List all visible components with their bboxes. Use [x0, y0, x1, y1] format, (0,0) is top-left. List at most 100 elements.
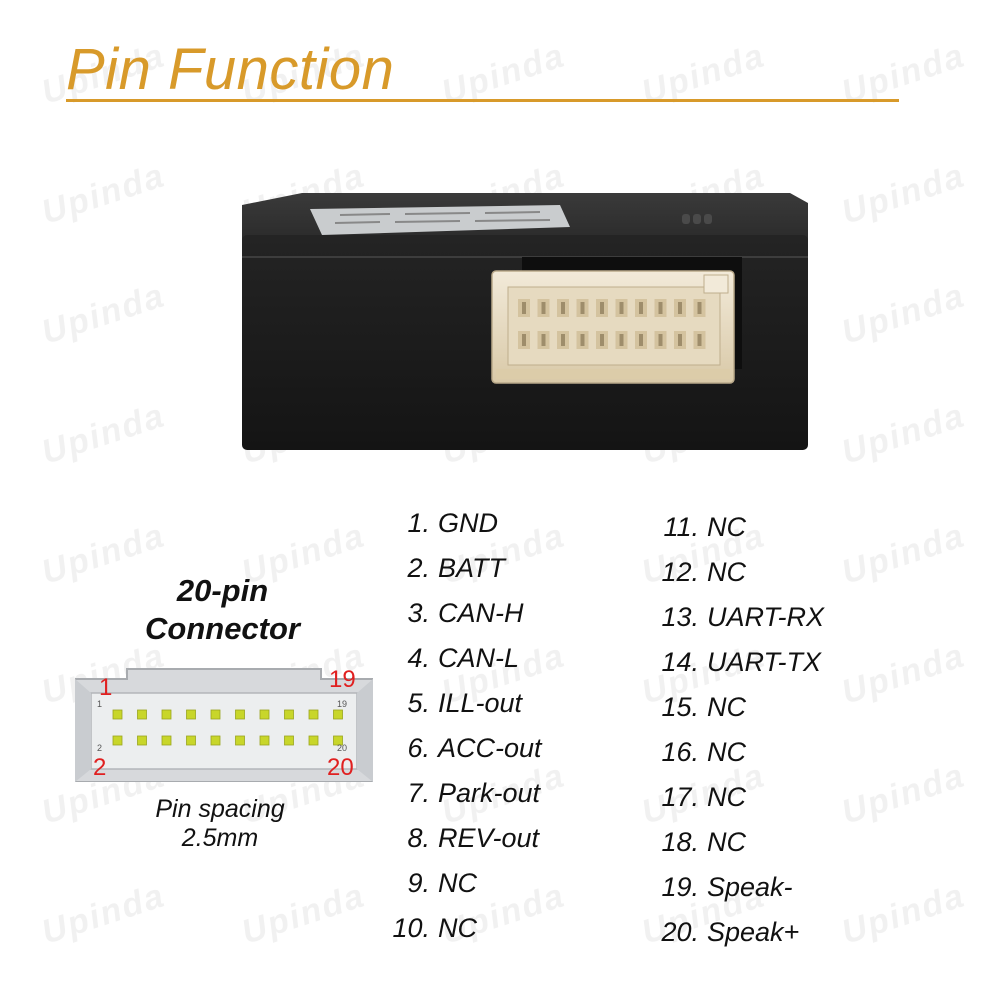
- pin-entry: 15.NC: [655, 690, 746, 724]
- pin-number: 20.: [661, 917, 699, 947]
- pin-number: 11.: [663, 512, 699, 542]
- connector-pins: [112, 709, 343, 746]
- plug-pin: [619, 334, 624, 346]
- pin-spacing-line1: Pin spacing: [155, 795, 285, 823]
- watermark-text: Upinda: [837, 276, 970, 352]
- pin-entry: 1. GND: [388, 506, 498, 540]
- plug-pin: [658, 334, 663, 346]
- small-label-20: 20: [337, 743, 347, 753]
- pin-entry: 2.BATT: [388, 551, 505, 585]
- pin-function: CAN-H: [438, 598, 524, 628]
- connector-pin: [284, 735, 294, 746]
- plug-pin: [522, 334, 526, 346]
- plug-pin: [619, 302, 624, 314]
- pin-label-1: 1: [99, 674, 112, 701]
- pin-function: UART-TX: [707, 647, 822, 677]
- plug-pin: [541, 334, 546, 346]
- pin-spacing-value: 2.5mm: [181, 824, 259, 852]
- connector-pin: [308, 709, 319, 720]
- pin-entry: 13. UART-RX: [655, 600, 824, 634]
- pin-entry: 7. Park-out: [388, 776, 540, 810]
- pin-entry: 18. NC: [655, 825, 746, 859]
- pin-entry: 4. CAN-L: [388, 641, 519, 675]
- page-title: Pin Function: [66, 37, 395, 102]
- connector-pin: [333, 735, 343, 746]
- pin-number: 17.: [661, 782, 699, 812]
- plug-pin: [697, 302, 702, 314]
- pin-function: Speak-: [707, 872, 793, 902]
- pin-number: 5.: [407, 688, 430, 718]
- connector-pin: [284, 709, 294, 720]
- watermark-text: Upinda: [37, 876, 170, 952]
- connector-pin: [210, 709, 221, 720]
- connector-pin: [235, 735, 245, 746]
- pin-function: NC: [707, 512, 746, 542]
- pin-number: 4.: [407, 643, 430, 673]
- pin-number: 18.: [661, 827, 699, 857]
- connector-pin: [161, 735, 172, 746]
- pin-function: GND: [438, 508, 498, 538]
- plug-pin: [678, 334, 682, 346]
- pin-label-20: 20: [327, 754, 354, 781]
- connector-pin: [137, 709, 147, 720]
- plug-pin: [639, 302, 643, 314]
- pin-number: 1.: [407, 508, 430, 538]
- pin-entry: 9.NC: [388, 866, 477, 900]
- plug-pin: [580, 334, 585, 346]
- connector-cavity: [90, 692, 358, 770]
- plug-pin: [678, 302, 682, 314]
- watermark-text: Upinda: [837, 396, 970, 472]
- pin-entry: 6.ACC-out: [388, 731, 542, 765]
- connector-pin: [112, 709, 123, 720]
- plug-pin: [639, 334, 643, 346]
- pin-number: 2.: [407, 553, 430, 583]
- connector-heading: 20-pin Connector: [95, 572, 350, 648]
- pin-number: 13.: [661, 602, 699, 632]
- connector-pin: [259, 709, 270, 720]
- pin-entry: 19. Speak-: [655, 870, 793, 904]
- connector-pinout-diagram: 1 2 19 20 1 2 19 20: [75, 666, 373, 782]
- pin-function: UART-RX: [707, 602, 825, 632]
- connector-pin: [333, 709, 343, 720]
- pin-entry: 16.NC: [655, 735, 746, 769]
- pin-function: Park-out: [438, 778, 541, 808]
- pin-entry: 17.NC: [655, 780, 746, 814]
- pin-number: 15.: [661, 692, 699, 722]
- watermark-text: Upinda: [37, 156, 170, 232]
- connector-pin: [112, 735, 123, 746]
- pin-number: 9.: [407, 868, 430, 898]
- plug-pin: [580, 302, 585, 314]
- pin-label-19: 19: [329, 666, 356, 693]
- pin-number: 3.: [407, 598, 430, 628]
- plug-pin: [522, 302, 526, 314]
- connector-pin: [235, 709, 245, 720]
- watermark-text: Upinda: [37, 396, 170, 472]
- connector-heading-line2: Connector: [145, 611, 300, 646]
- pin-number: 7.: [407, 778, 430, 808]
- pin-number: 8.: [407, 823, 430, 853]
- connector-pin: [210, 735, 221, 746]
- pin-function: NC: [438, 913, 477, 943]
- connector-pin: [161, 709, 172, 720]
- plug-pin: [697, 334, 702, 346]
- connector-pin: [137, 735, 147, 746]
- pin-entry: 10. NC: [388, 911, 477, 945]
- pin-function: ILL-out: [438, 688, 523, 718]
- pin-number: 19.: [661, 872, 699, 902]
- watermark-text: Upinda: [837, 156, 970, 232]
- watermark-text: Upinda: [237, 876, 370, 952]
- pin-function: ACC-out: [438, 733, 542, 763]
- pin-function: NC: [707, 827, 746, 857]
- pin-function: CAN-L: [438, 643, 520, 673]
- connector-pin: [186, 709, 196, 720]
- plug-pin: [561, 334, 565, 346]
- connector-pin: [186, 735, 196, 746]
- plug-pin: [561, 302, 565, 314]
- watermark-text: Upinda: [37, 276, 170, 352]
- small-label-19: 19: [337, 699, 347, 709]
- pin-number: 10.: [392, 913, 430, 943]
- pin-function: NC: [707, 737, 746, 767]
- plug-pin: [541, 302, 546, 314]
- can-box-device-image: [242, 193, 808, 450]
